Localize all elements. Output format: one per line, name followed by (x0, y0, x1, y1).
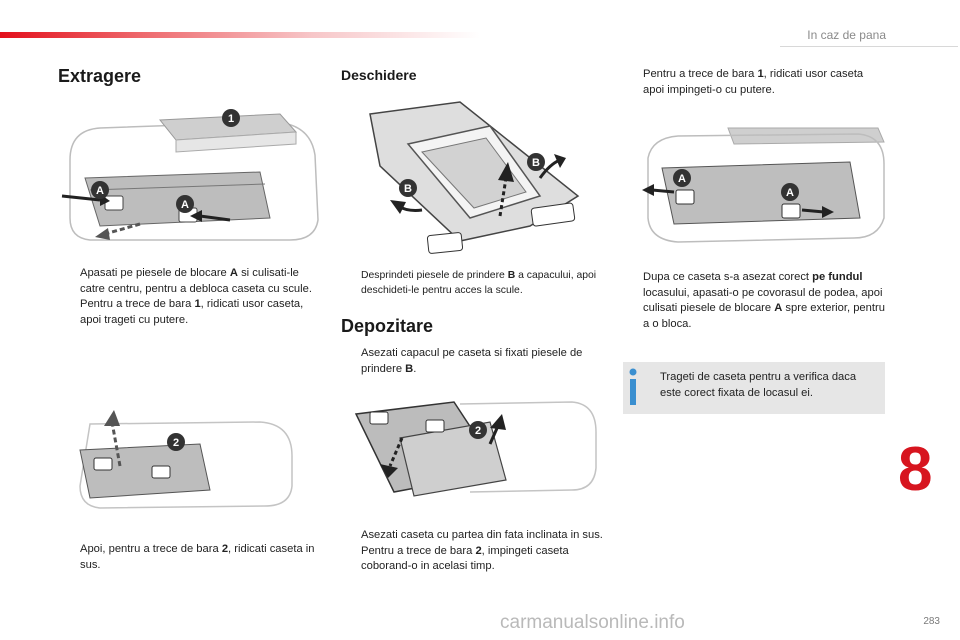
heading-extragere: Extragere (58, 66, 142, 86)
list-item: Desprindeti piesele de prindere B a capa… (361, 270, 597, 296)
list-item: Asezati capacul pe caseta si fixati pies… (361, 347, 583, 375)
label-a-col3-left: A (678, 173, 686, 185)
figure-extragere-1: A A 1 (60, 100, 320, 250)
heading-deschidere: Deschidere (341, 67, 417, 83)
paragraph-extragere-2: Apoi, pentru a trece de bara 2, ridicati… (60, 542, 322, 573)
list-item: Pentru a trece de bara 1, ridicati usor … (80, 298, 304, 326)
info-text: Trageti de caseta pentru a verifica daca… (660, 371, 857, 399)
info-note: Trageti de caseta pentru a verifica daca… (623, 362, 885, 414)
paragraph-deschidere: Desprindeti piesele de prindere B a capa… (341, 268, 603, 298)
list-item: Pentru a trece de bara 2, impingeti case… (361, 544, 569, 573)
watermark: carmanualsonline.info (500, 612, 685, 633)
list-item: Dupa ce caseta s-a asezat corect pe fund… (643, 271, 885, 330)
label-a-right: A (181, 199, 189, 211)
label-b-right: B (532, 157, 540, 169)
label-1: 1 (228, 113, 234, 125)
page-number: 283 (923, 616, 940, 627)
chapter-number: 8 (898, 435, 933, 504)
label-a-col3-right: A (786, 187, 794, 199)
paragraph-col3-2: Dupa ce caseta s-a asezat corect pe fund… (623, 270, 885, 332)
paragraph-col3-1: Pentru a trece de bara 1, ridicati usor … (623, 67, 885, 98)
label-b-left: B (404, 183, 412, 195)
paragraph-depozitare: Asezati capacul pe caseta si fixati pies… (341, 346, 603, 377)
section-title: In caz de pana (807, 28, 886, 42)
list-item: Apoi, pentru a trece de bara 2, ridicati… (80, 543, 315, 571)
header-divider (780, 46, 958, 47)
label-2: 2 (173, 437, 179, 449)
paragraph-depozitare-2: Asezati caseta cu partea din fata inclin… (341, 528, 603, 575)
list-item: Pentru a trece de bara 1, ridicati usor … (643, 68, 864, 96)
info-icon (626, 366, 640, 408)
label-2-depozitare: 2 (475, 425, 481, 437)
list-item: Apasati pe piesele de blocare A si culis… (80, 267, 312, 295)
paragraph-extragere: Apasati pe piesele de blocare A si culis… (60, 266, 322, 328)
figure-col3: A A (638, 118, 888, 253)
heading-depozitare: Depozitare (341, 316, 434, 336)
figure-deschidere: B B (350, 96, 590, 261)
list-item: Asezati caseta cu partea din fata inclin… (361, 529, 603, 541)
figure-extragere-2: 2 (60, 406, 300, 526)
figure-depozitare: 2 (350, 392, 600, 502)
header-accent-bar (0, 32, 480, 38)
label-a-left: A (96, 185, 104, 197)
